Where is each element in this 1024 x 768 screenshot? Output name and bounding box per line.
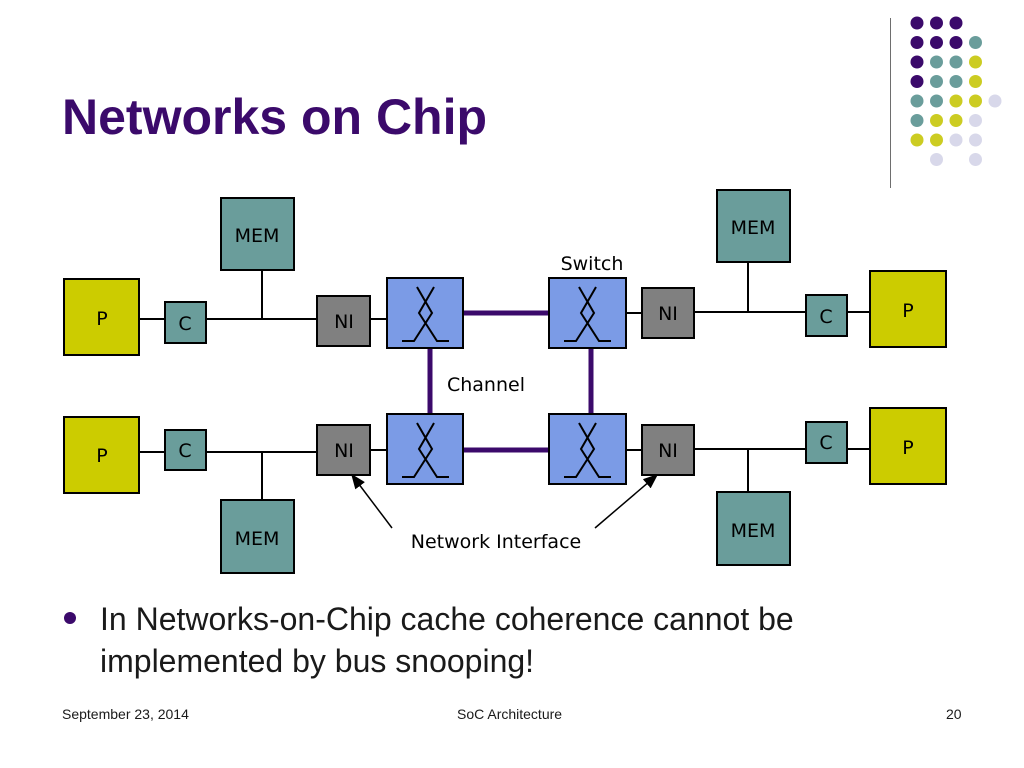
- mem-top-right: MEM: [716, 189, 791, 263]
- ni-label: NI: [334, 311, 354, 333]
- mem-top-left: MEM: [220, 197, 295, 271]
- mem-label: MEM: [235, 528, 280, 550]
- mem-label: MEM: [235, 225, 280, 247]
- decorative-dot: [930, 75, 943, 88]
- decorative-dot: [969, 114, 982, 127]
- ni-bottom-right: NI: [641, 424, 695, 476]
- decorative-dot: [949, 55, 963, 69]
- ni-arrow-right: [594, 474, 659, 529]
- decorative-dot: [910, 94, 924, 108]
- ni-arrow-left: [351, 473, 393, 529]
- cluster-top-left: MEM P C NI: [63, 197, 387, 356]
- cache-label: C: [819, 306, 832, 328]
- decorative-dot: [930, 153, 943, 166]
- switch-crossbar-icon: [402, 286, 449, 342]
- switch-crossbar-icon: [402, 422, 449, 478]
- processor-top-left: P: [63, 278, 140, 356]
- decorative-dot: [930, 133, 943, 147]
- switch-top-right: [548, 277, 627, 349]
- cache-bottom-left: C: [164, 429, 207, 471]
- channel-annotation: Channel: [447, 374, 525, 396]
- processor-top-right: P: [869, 270, 947, 348]
- slide-title: Networks on Chip: [62, 89, 488, 145]
- ni-top-right: NI: [641, 287, 695, 339]
- bullet-text: In Networks-on-Chip cache coherence cann…: [100, 601, 794, 679]
- decorative-dot-grid: [910, 16, 1002, 166]
- processor-label: P: [96, 445, 107, 467]
- decorative-dot: [969, 94, 982, 108]
- decorative-dot: [910, 55, 924, 69]
- bullet-marker: [64, 612, 76, 624]
- cluster-bottom-left: MEM P C NI: [63, 416, 387, 574]
- cache-bottom-right: C: [805, 421, 848, 464]
- decorative-dot: [969, 55, 982, 69]
- decorative-dot: [930, 36, 943, 49]
- decorative-dot: [949, 133, 963, 147]
- switch-bottom-right: [548, 413, 627, 485]
- decorative-dot: [910, 16, 924, 30]
- ni-label: NI: [658, 303, 678, 325]
- decorative-dot: [949, 94, 963, 108]
- mem-bottom-right: MEM: [716, 491, 791, 566]
- decorative-dot: [910, 36, 924, 49]
- cache-label: C: [178, 440, 191, 462]
- switch-top-left: [386, 277, 464, 349]
- switch-crossbar-icon: [564, 286, 611, 342]
- decorative-dot: [969, 133, 982, 147]
- cluster-bottom-right: MEM P C NI: [626, 407, 947, 566]
- decorative-dot: [949, 114, 963, 127]
- footer-page-number: 20: [946, 706, 962, 722]
- ni-top-left: NI: [316, 295, 371, 347]
- decorative-dot: [988, 94, 1002, 108]
- processor-label: P: [902, 300, 913, 322]
- cache-top-right: C: [805, 294, 848, 337]
- decorative-dot: [930, 55, 943, 69]
- switch-bottom-left: [386, 413, 464, 485]
- switch-crossbar-icon: [564, 422, 611, 478]
- network-interface-annotation: Network Interface: [411, 531, 581, 553]
- decorative-dot: [969, 153, 982, 166]
- processor-bottom-right: P: [869, 407, 947, 485]
- processor-label: P: [96, 308, 107, 330]
- channels: [427, 310, 594, 453]
- cluster-top-right: MEM P C NI: [626, 189, 947, 348]
- decorative-dot: [930, 94, 943, 108]
- switch-annotation: Switch: [561, 253, 624, 275]
- decorative-dot: [930, 16, 943, 30]
- decorative-dot: [910, 133, 924, 147]
- cache-label: C: [819, 432, 832, 454]
- processor-bottom-left: P: [63, 416, 140, 494]
- decorative-dot: [949, 16, 963, 30]
- decorative-dot: [910, 75, 924, 88]
- footer-date: September 23, 2014: [62, 706, 189, 722]
- decorative-dot: [949, 36, 963, 49]
- decorative-dot: [930, 114, 943, 127]
- decorative-dot: [949, 75, 963, 88]
- decorative-dot: [969, 36, 982, 49]
- mem-label: MEM: [731, 520, 776, 542]
- ni-label: NI: [658, 440, 678, 462]
- ni-label: NI: [334, 440, 354, 462]
- mem-label: MEM: [731, 217, 776, 239]
- cache-label: C: [178, 313, 191, 335]
- footer-course: SoC Architecture: [457, 706, 563, 722]
- cache-top-left: C: [164, 301, 207, 344]
- decorative-dot: [969, 75, 982, 88]
- mem-bottom-left: MEM: [220, 499, 295, 574]
- title-divider-line: [890, 18, 891, 188]
- ni-bottom-left: NI: [316, 424, 371, 476]
- decorative-dot: [910, 114, 924, 127]
- processor-label: P: [902, 437, 913, 459]
